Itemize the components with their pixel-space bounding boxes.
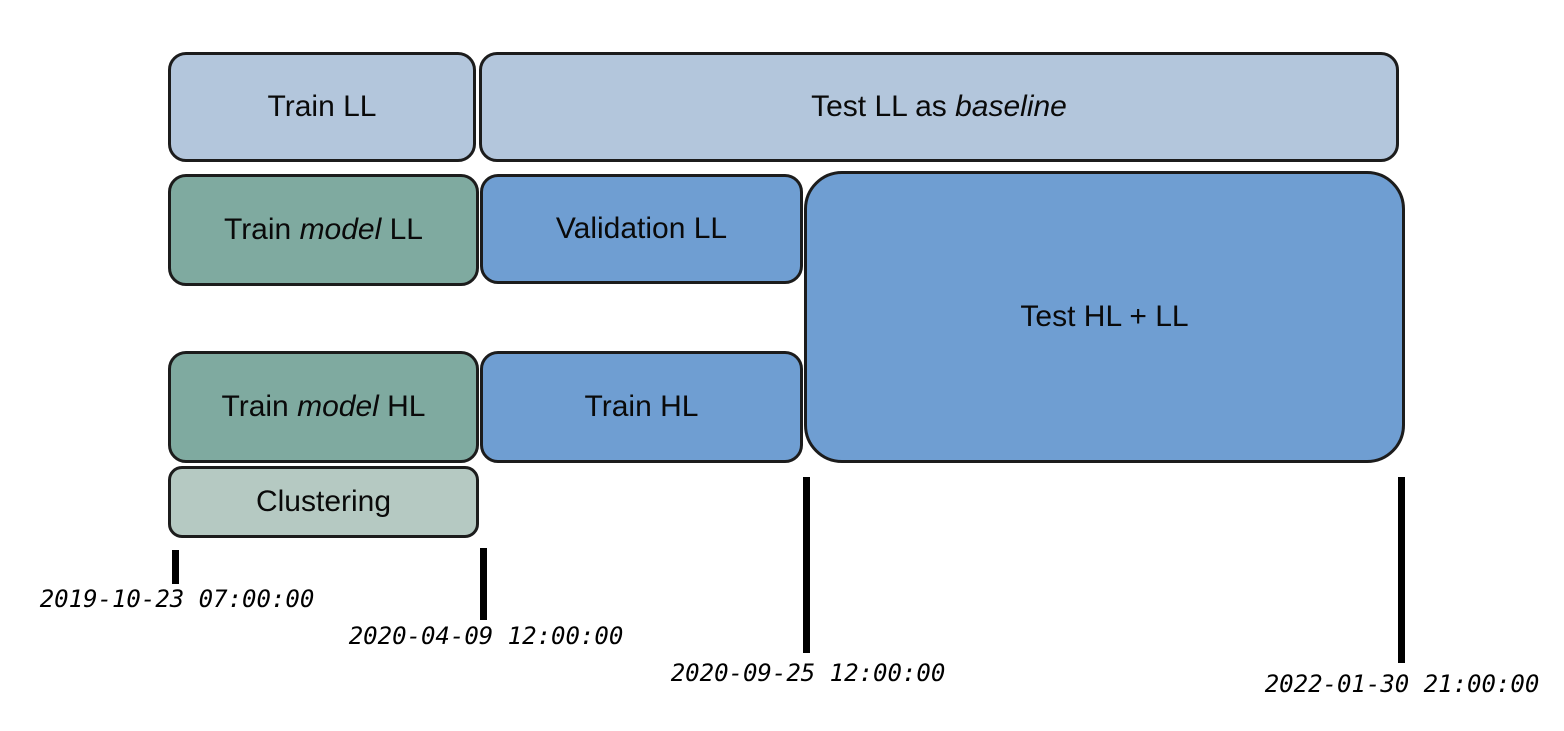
task-label: Test HL + LL — [1020, 300, 1189, 333]
task-box-train-model-hl: Train model HL — [168, 351, 479, 463]
task-label-italic: model — [299, 213, 382, 246]
task-label: Train HL — [584, 390, 699, 423]
task-label: Train — [221, 390, 298, 423]
task-label: HL — [378, 390, 426, 423]
task-box-validation-ll: Validation LL — [480, 174, 803, 284]
x-axis-tick-label-3: 2020-09-25 12:00:00 — [670, 659, 946, 687]
task-label-italic: model — [297, 390, 379, 423]
task-label: LL — [381, 213, 423, 246]
task-box-clustering: Clustering — [168, 466, 479, 538]
x-axis-tick-3 — [803, 477, 810, 653]
x-axis-tick-label-1: 2019-10-23 07:00:00 — [39, 585, 315, 613]
x-axis-tick-2 — [480, 548, 487, 620]
task-box-test-ll-baseline: Test LL as baseline — [479, 52, 1399, 162]
x-axis-tick-label-4: 2022-01-30 21:00:00 — [1264, 670, 1540, 698]
task-label: Validation LL — [555, 212, 728, 245]
task-label: Clustering — [255, 485, 392, 518]
task-box-train-model-ll: Train model LL — [168, 174, 479, 286]
task-label: Test LL as — [811, 90, 956, 123]
x-axis-tick-label-2: 2020-04-09 12:00:00 — [348, 622, 624, 650]
task-box-test-hl-ll: Test HL + LL — [804, 171, 1405, 463]
task-label-italic: baseline — [955, 90, 1067, 123]
x-axis-tick-1 — [172, 550, 179, 584]
task-box-train-hl: Train HL — [480, 351, 803, 463]
task-label: Train — [223, 213, 300, 246]
x-axis-tick-4 — [1398, 477, 1405, 663]
task-label: Train LL — [267, 90, 377, 123]
task-box-train-ll: Train LL — [168, 52, 476, 162]
